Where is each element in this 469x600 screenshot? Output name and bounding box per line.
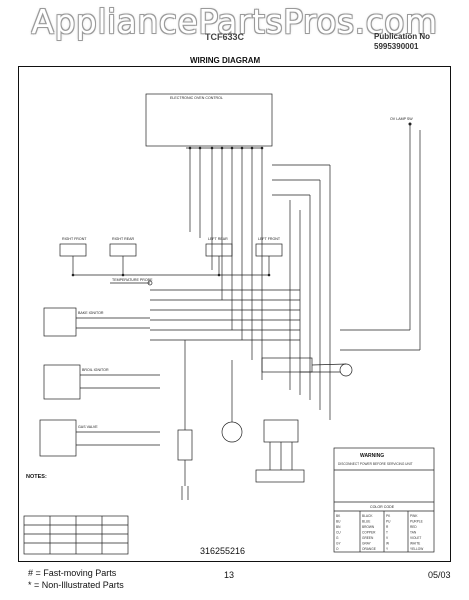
gas-valve [39, 419, 77, 457]
label-right-front: RIGHT FRONT [62, 237, 87, 241]
label-left-rear: LEFT REAR [208, 237, 228, 241]
color-code-cell: CU [336, 531, 341, 535]
label-control: ELECTRONIC OVEN CONTROL [170, 96, 223, 100]
color-code-cell: Y [386, 547, 389, 551]
warning-title: WARNING [360, 453, 384, 459]
color-code-cell: GREEN [362, 536, 374, 540]
color-code-cell: BN [336, 525, 341, 529]
warning-subtitle: DISCONNECT POWER BEFORE SERVICING UNIT [338, 462, 413, 466]
color-code-cell: BK [336, 514, 341, 518]
label-left-front: LEFT FRONT [258, 237, 281, 241]
color-code-title: COLOR CODE [370, 505, 395, 509]
electronic-oven-control [145, 93, 273, 147]
color-code-cell: W [386, 542, 389, 546]
color-code-cell: V [386, 536, 389, 540]
color-code-cell: VIOLET [410, 536, 421, 540]
model-number: TCF633C [205, 32, 245, 42]
color-code-cell: COPPER [362, 531, 376, 535]
color-code-cell: YELLOW [410, 547, 423, 551]
color-code-cell: BLACK [362, 514, 373, 518]
watermark: AppliancePartsPros.com [31, 2, 438, 41]
label-broil-ignitor: BROIL IGNITOR [82, 368, 109, 372]
publication-date: 05/03 [428, 570, 451, 580]
publication-number: 5995390001 [374, 42, 419, 51]
legend-non-illustrated: * = Non-Illustrated Parts [28, 580, 124, 590]
color-code-cell: T [386, 531, 388, 535]
color-code-cell: PURPLE [410, 520, 423, 524]
legend-fast-moving: # = Fast-moving Parts [28, 568, 117, 578]
diagram-frame [18, 66, 451, 562]
label-temp-probe: TEMPERATURE PROBE [112, 278, 153, 282]
switch-right-front [59, 243, 87, 257]
diagram-title: WIRING DIAGRAM [190, 56, 261, 65]
label-bake-ignitor: BAKE IGNITOR [78, 311, 104, 315]
color-code-cell: WHITE [410, 542, 420, 546]
color-code-table: BK BLACK PK PINK BU BLUE PU PURPLE BN BROWN R RED CU… [336, 514, 423, 551]
color-code-cell: G [336, 536, 339, 540]
bake-ignitor [43, 307, 77, 337]
color-code-cell: BLUE [362, 520, 370, 524]
color-code-cell: PK [386, 514, 391, 518]
label-right-rear: RIGHT REAR [112, 237, 135, 241]
motor [221, 421, 243, 443]
switch-left-rear [205, 243, 233, 257]
part-number: 316255216 [200, 546, 246, 556]
label-oven-lamp: OV LAMP SW [390, 117, 413, 121]
color-code-cell: TAN [410, 531, 417, 535]
color-code-cell: R [386, 525, 389, 529]
color-code-cell: PU [386, 520, 391, 524]
color-code-cell: BU [336, 520, 341, 524]
label-gas-valve: GAS VALVE [78, 425, 98, 429]
publication-label: Publication No [374, 32, 430, 41]
color-code-cell: ORANGE [362, 547, 376, 551]
color-code-cell: GRAY [362, 542, 372, 546]
color-code-cell: BROWN [362, 525, 375, 529]
color-code-cell: RED [410, 525, 417, 529]
color-code-cell: O [336, 547, 339, 551]
switch-left-front [255, 243, 283, 257]
color-code-cell: PINK [410, 514, 418, 518]
notes-title: NOTES: [26, 474, 47, 480]
page-number: 13 [224, 570, 235, 580]
broil-ignitor [43, 364, 81, 400]
switch-right-rear [109, 243, 137, 257]
color-code-cell: GY [336, 542, 341, 546]
